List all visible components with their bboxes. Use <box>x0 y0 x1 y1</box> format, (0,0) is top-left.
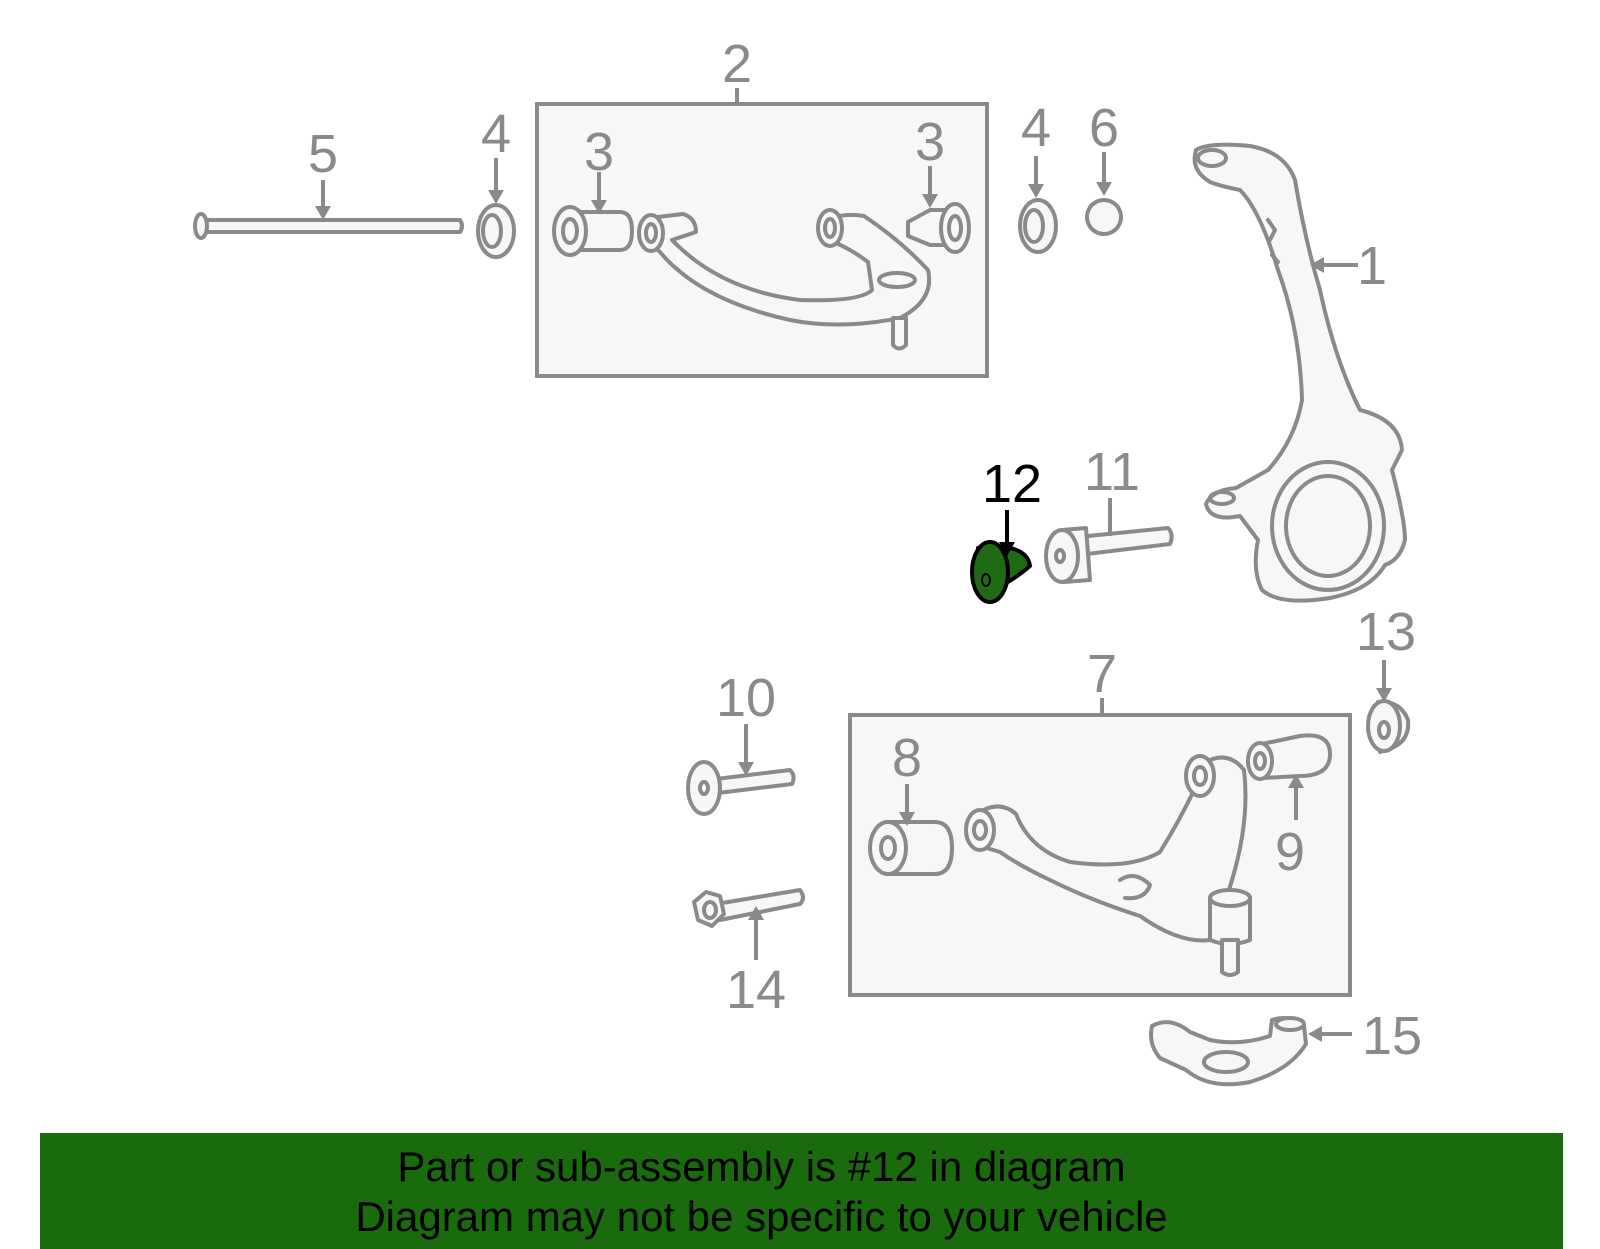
callout-3-left: 3 <box>584 122 614 182</box>
washer-4-right: 4 <box>1018 98 1058 254</box>
upper-control-arm-group: 2 3 3 <box>535 34 989 378</box>
notice-line-2: Diagram may not be specific to your vehi… <box>355 1193 1168 1240</box>
cap-6: 6 <box>1085 98 1123 237</box>
callout-3-right: 3 <box>915 112 945 172</box>
bracket-15: 15 <box>1149 1006 1422 1087</box>
notice-banner: Part or sub-assembly is #12 in diagram D… <box>40 1133 1563 1249</box>
callout-8: 8 <box>892 728 922 788</box>
callout-2: 2 <box>722 34 752 94</box>
callout-4-left: 4 <box>481 104 511 164</box>
washer-4-left: 4 <box>476 104 516 259</box>
bolt-10: 10 <box>686 668 796 816</box>
callout-4-right: 4 <box>1021 98 1051 158</box>
upper-control-arm <box>646 212 932 327</box>
highlighted-part-12: 12 <box>970 454 1042 604</box>
callout-7: 7 <box>1087 644 1117 704</box>
callout-1: 1 <box>1357 236 1387 296</box>
lower-bushing-8 <box>868 820 954 876</box>
callout-10: 10 <box>716 668 776 728</box>
notice-line-1: Part or sub-assembly is #12 in diagram <box>397 1143 1126 1190</box>
lower-bushing-9 <box>1246 733 1332 781</box>
callout-6: 6 <box>1089 98 1119 158</box>
callout-11: 11 <box>1084 442 1140 502</box>
callout-5: 5 <box>308 124 338 184</box>
parts-diagram: 2 3 3 5 <box>193 34 1422 1087</box>
cap-13: 13 <box>1356 602 1416 754</box>
callout-9: 9 <box>1275 822 1305 882</box>
lower-control-arm <box>978 755 1248 943</box>
bolt-11: 11 <box>1044 442 1174 584</box>
callout-13: 13 <box>1356 602 1416 662</box>
steering-knuckle-1: 1 <box>1192 142 1407 603</box>
lower-control-arm-group: 7 8 9 <box>848 644 1352 997</box>
bolt-5: 5 <box>193 124 464 240</box>
callout-12: 12 <box>982 454 1042 514</box>
upper-bushing-left <box>552 205 634 257</box>
bolt-14: 14 <box>692 888 805 1020</box>
callout-14: 14 <box>726 960 786 1020</box>
upper-bushing-right <box>906 202 971 254</box>
callout-15: 15 <box>1362 1006 1422 1066</box>
